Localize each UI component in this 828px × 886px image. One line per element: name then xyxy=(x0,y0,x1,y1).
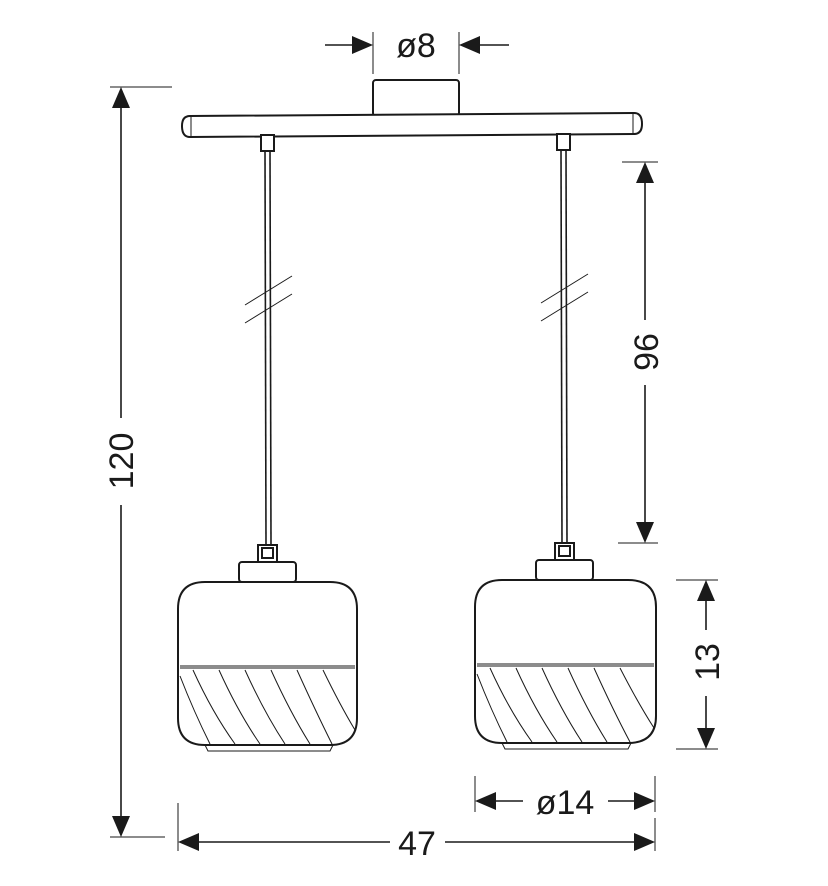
total-height-label: 120 xyxy=(103,433,141,490)
total-height-dimension: 120 xyxy=(103,86,172,838)
left-shade-ribs xyxy=(179,669,356,752)
cable-length-label: 96 xyxy=(628,333,666,371)
total-width-dimension: 47 xyxy=(177,803,656,863)
shade-height-label: 13 xyxy=(689,643,727,681)
shade-diameter-dimension: ø14 xyxy=(474,776,656,822)
canopy-diameter-dimension: ø8 xyxy=(325,27,509,74)
right-pendant xyxy=(474,133,657,750)
left-pendant xyxy=(177,134,358,752)
ceiling-canopy xyxy=(372,79,460,117)
shade-diameter-label: ø14 xyxy=(536,784,595,822)
canopy-diameter-label: ø8 xyxy=(396,27,436,65)
mounting-bar xyxy=(180,111,644,139)
shade-height-dimension: 13 xyxy=(676,579,727,750)
right-shade-ribs xyxy=(476,667,655,750)
cable-length-dimension: 96 xyxy=(618,161,666,544)
total-width-label: 47 xyxy=(398,825,436,863)
